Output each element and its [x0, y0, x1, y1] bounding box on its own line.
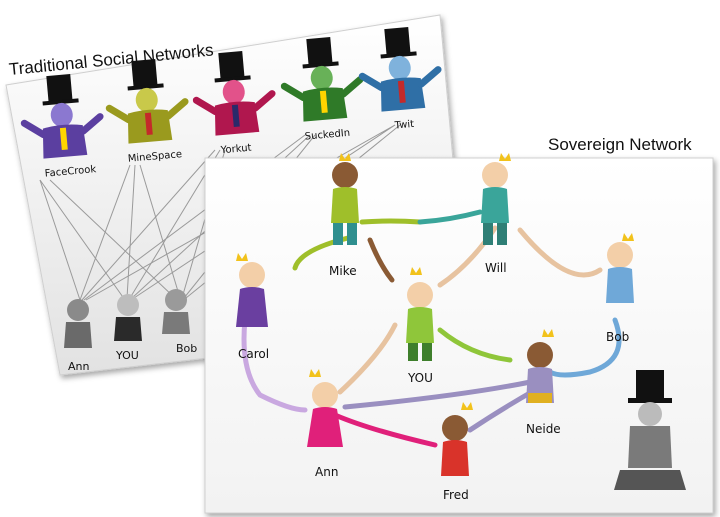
person-fred: Fred	[441, 402, 473, 502]
user-label: Ann	[68, 360, 89, 373]
person-label: Will	[485, 261, 507, 275]
person-you: YOU	[406, 267, 434, 385]
user-label: Bob	[176, 342, 197, 355]
person-label: Ann	[315, 465, 338, 479]
platform-label: SuckedIn	[304, 128, 350, 143]
person-mike: Mike	[329, 153, 359, 278]
person-label: Neide	[526, 422, 561, 436]
person-label: Carol	[238, 347, 269, 361]
person-will: Will	[481, 153, 511, 275]
platform-yorkut: Yorkut	[192, 51, 276, 157]
person-bob: Bob	[606, 233, 634, 344]
person-ann: Ann	[307, 369, 343, 479]
person-label: Bob	[606, 330, 629, 344]
person-label: YOU	[407, 371, 433, 385]
person-neide: Neide	[526, 329, 561, 436]
traditional-user-ann: Ann	[64, 299, 92, 373]
platform-twit: Twit	[358, 27, 442, 132]
platform-label: Twit	[393, 119, 414, 132]
person-label: Mike	[329, 264, 357, 278]
person-label: Fred	[443, 488, 469, 502]
platform-label: FaceCrook	[44, 164, 96, 179]
platform-suckedin: SuckedIn	[280, 37, 364, 143]
platform-label: MineSpace	[127, 149, 182, 165]
gray-tophat-figure	[614, 370, 686, 490]
user-label: YOU	[115, 349, 139, 362]
sovereign-connections	[241, 209, 622, 448]
person-carol: Carol	[236, 253, 269, 361]
platform-label: Yorkut	[219, 143, 252, 157]
platform-minespace: MineSpace	[105, 59, 189, 165]
platform-facecrook: FaceCrook	[20, 74, 104, 180]
traditional-user-bob: Bob	[162, 289, 197, 355]
traditional-user-you: YOU	[114, 294, 142, 362]
sovereign-title: Sovereign Network	[548, 135, 692, 154]
